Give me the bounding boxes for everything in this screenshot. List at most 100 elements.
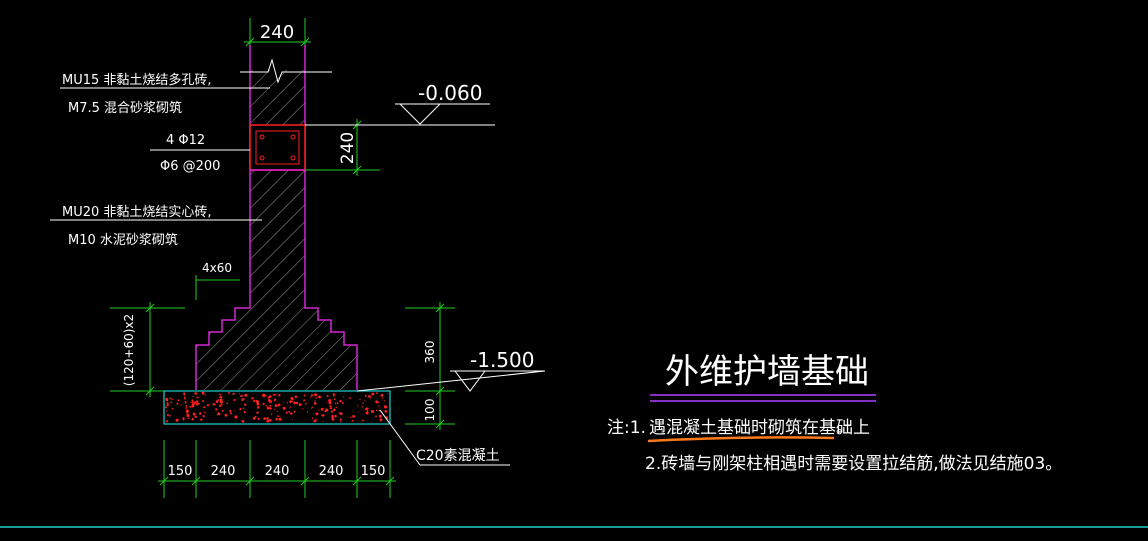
break-symbol — [240, 58, 332, 84]
concrete-speckle — [199, 412, 202, 415]
concrete-speckle — [339, 418, 342, 421]
concrete-speckle — [267, 396, 270, 399]
dim-pad: 100 — [423, 399, 437, 422]
concrete-speckle — [300, 403, 303, 405]
concrete-speckle — [303, 399, 306, 402]
dim-footing-height: (120+60)x2 — [122, 314, 136, 386]
concrete-speckle — [328, 401, 332, 405]
concrete-speckle — [376, 392, 378, 394]
leader-lines — [50, 87, 546, 466]
concrete-speckle — [381, 397, 384, 399]
concrete-speckle — [228, 392, 230, 394]
concrete-speckle — [257, 406, 260, 409]
concrete-speckle — [212, 403, 216, 406]
concrete-speckle — [282, 401, 284, 403]
concrete-speckle — [257, 417, 260, 421]
concrete-speckle — [190, 401, 192, 404]
concrete-speckle — [165, 398, 169, 402]
concrete-speckle — [265, 404, 267, 407]
concrete-speckle — [333, 394, 335, 397]
concrete-speckle — [375, 400, 379, 404]
concrete-speckle — [291, 400, 294, 403]
concrete-speckle — [202, 399, 205, 403]
bottom-dim-label: 240 — [319, 464, 344, 479]
note1-highlight — [647, 436, 835, 443]
concrete-speckle — [233, 398, 236, 402]
concrete-speckle — [269, 407, 272, 410]
concrete-speckle — [277, 403, 281, 407]
concrete-speckle — [378, 414, 382, 418]
concrete-speckle — [192, 395, 195, 398]
concrete-speckle — [232, 392, 235, 396]
concrete-speckle — [268, 418, 272, 422]
concrete-speckle — [315, 412, 319, 416]
concrete-speckle — [192, 402, 195, 406]
concrete-speckle — [333, 398, 336, 400]
bottom-dim-label: 240 — [211, 464, 236, 479]
label-mu20: MU20 非黏土烧结实心砖, — [62, 204, 212, 220]
concrete-speckle — [241, 419, 245, 423]
concrete-speckle — [263, 417, 266, 420]
concrete-speckle — [370, 409, 375, 414]
concrete-speckle — [336, 402, 339, 405]
concrete-speckle — [342, 396, 345, 398]
dim-top-width: 240 — [260, 22, 294, 43]
concrete-speckle — [253, 399, 256, 403]
concrete-speckle — [333, 408, 336, 412]
concrete-speckle — [322, 420, 324, 422]
concrete-speckle — [184, 398, 186, 400]
concrete-speckle — [215, 400, 218, 403]
concrete-speckle — [313, 402, 317, 405]
concrete-speckle — [321, 414, 323, 416]
concrete-speckle — [243, 410, 246, 414]
concrete-speckle — [192, 412, 196, 416]
concrete-speckle — [295, 401, 299, 405]
concrete-speckle — [200, 418, 203, 421]
concrete-speckle — [371, 392, 375, 396]
concrete-speckle — [387, 392, 389, 394]
concrete-speckle — [349, 397, 352, 400]
concrete-speckle — [275, 404, 278, 407]
concrete-speckle — [289, 406, 292, 408]
concrete-speckle — [243, 403, 247, 406]
concrete-speckle — [185, 405, 188, 407]
concrete-speckle — [272, 394, 274, 396]
concrete-speckle — [197, 396, 199, 399]
concrete-speckle — [187, 417, 190, 420]
wall-hatch — [196, 70, 357, 390]
concrete-speckle — [362, 402, 364, 404]
concrete-speckle — [335, 406, 337, 409]
concrete-speckle — [201, 391, 205, 395]
dim-beam-height: 240 — [338, 132, 358, 164]
concrete-speckle — [318, 395, 321, 399]
concrete-speckle — [331, 418, 335, 421]
concrete-speckle — [262, 393, 266, 397]
concrete-speckle — [378, 405, 380, 407]
concrete-speckle — [367, 407, 369, 410]
concrete-speckle — [274, 393, 277, 396]
concrete-speckle — [183, 392, 186, 395]
concrete-speckle — [218, 412, 221, 416]
concrete-speckle — [339, 412, 343, 416]
concrete-speckle — [226, 402, 229, 405]
concrete-speckle — [252, 417, 256, 420]
concrete-speckle — [186, 414, 190, 418]
concrete-speckle — [170, 401, 173, 404]
concrete-speckle — [219, 404, 222, 407]
concrete-speckle — [203, 406, 206, 409]
concrete-speckle — [217, 399, 220, 402]
concrete-speckle — [339, 399, 342, 403]
concrete-speckle — [282, 406, 286, 410]
concrete-speckle — [310, 396, 312, 398]
concrete-speckle — [301, 408, 303, 410]
tie-beam — [249, 124, 306, 171]
concrete-speckle — [171, 398, 173, 401]
concrete-speckle — [191, 401, 194, 403]
concrete-speckle — [242, 397, 245, 400]
label-c20: C20素混凝土 — [416, 448, 500, 464]
concrete-speckle — [219, 397, 221, 399]
concrete-speckle — [276, 410, 278, 412]
concrete-speckle — [222, 410, 224, 412]
concrete-speckle — [357, 405, 359, 407]
rebar-dot — [290, 134, 296, 140]
